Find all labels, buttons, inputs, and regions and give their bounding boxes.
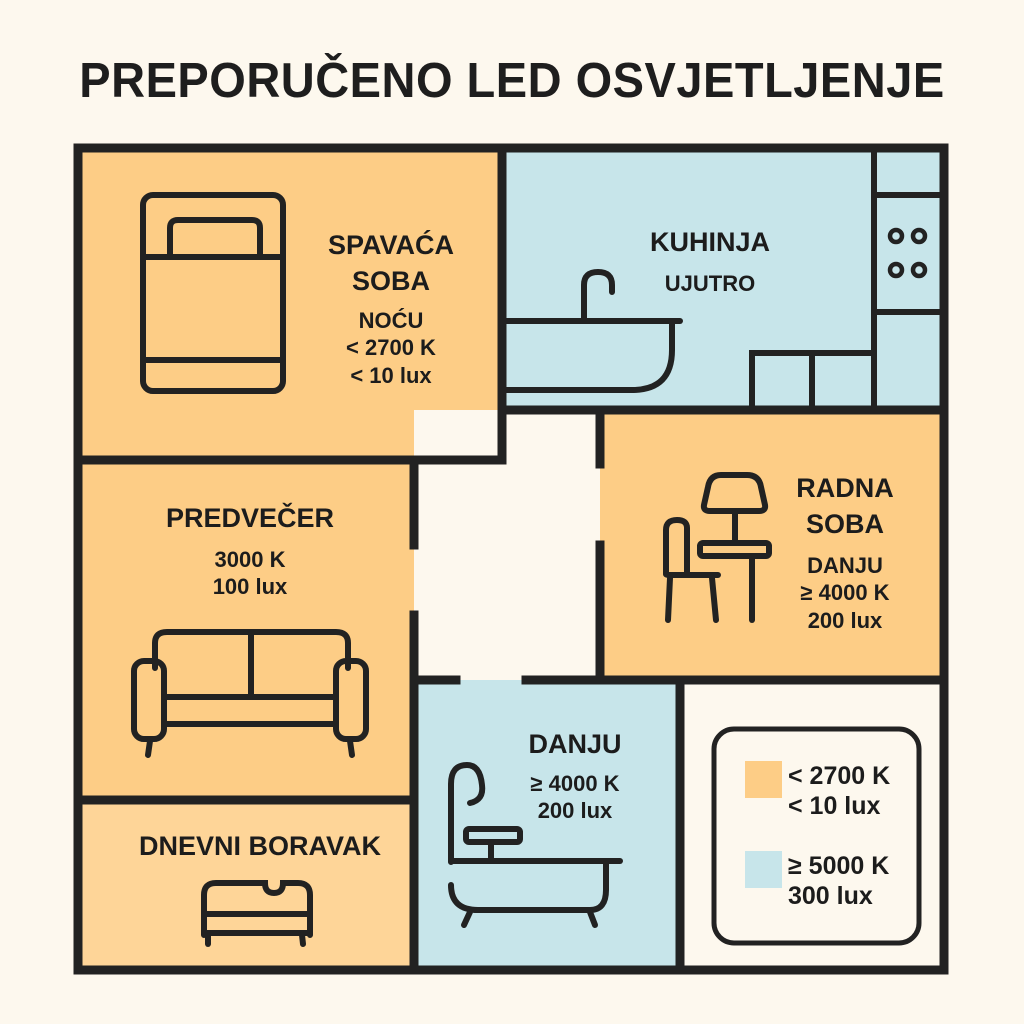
study-label: RADNA SOBA DANJU ≥ 4000 K 200 lux bbox=[770, 472, 920, 634]
living-room-name: DNEVNI BORAVAK bbox=[138, 831, 381, 861]
bench-icon bbox=[201, 880, 313, 947]
walls bbox=[73, 143, 949, 975]
bathroom-illuminance: 200 lux bbox=[537, 798, 613, 824]
hallway-fill bbox=[414, 410, 600, 680]
kitchen-time: UJUTRO bbox=[664, 270, 756, 296]
legend-cool-temperature: ≥ 5000 K bbox=[788, 852, 890, 880]
bed-icon bbox=[140, 192, 286, 394]
kitchen-name: KUHINJA bbox=[649, 227, 770, 257]
legend-warm-temperature: < 2700 K bbox=[788, 762, 891, 790]
bedroom-time: NOĆU bbox=[358, 307, 424, 333]
kitchen-label: KUHINJA UJUTRO bbox=[620, 226, 800, 297]
study-temperature: ≥ 4000 K bbox=[800, 580, 890, 605]
bedroom-temperature: < 2700 K bbox=[346, 335, 436, 360]
living-room-label: DNEVNI BORAVAK bbox=[110, 830, 410, 864]
living-evening-label: PREDVEČER 3000 K 100 lux bbox=[130, 502, 370, 601]
bedroom-fill bbox=[80, 150, 502, 460]
bathroom-time: DANJU bbox=[528, 729, 622, 759]
bedroom-label: SPAVAĆA SOBA NOĆU < 2700 K < 10 lux bbox=[305, 229, 477, 389]
page-title: PREPORUČENO LED OSVJETLJENJE bbox=[79, 51, 945, 108]
legend-text-warm: < 2700 K < 10 lux bbox=[788, 761, 890, 821]
study-time: DANJU bbox=[807, 552, 883, 578]
living-evening-time: PREDVEČER bbox=[165, 503, 335, 533]
legend-item-cool: ≥ 5000 K 300 lux bbox=[745, 851, 889, 911]
kitchen-fill bbox=[502, 150, 942, 410]
legend-cool-illuminance: 300 lux bbox=[788, 882, 873, 910]
bathroom-fill bbox=[414, 680, 680, 970]
bedroom-illuminance: < 10 lux bbox=[350, 362, 432, 388]
bathroom-label: DANJU ≥ 4000 K 200 lux bbox=[500, 728, 650, 825]
legend-warm-illuminance: < 10 lux bbox=[788, 792, 881, 820]
bathroom-temperature: ≥ 4000 K bbox=[530, 770, 620, 796]
stove-burners-icon bbox=[887, 227, 928, 279]
bathtub-icon bbox=[448, 761, 623, 928]
desk-lamp-chair-icon bbox=[663, 472, 772, 623]
legend-room-fill bbox=[680, 680, 942, 970]
bedroom-name-line1: SPAVAĆA bbox=[327, 230, 454, 260]
kitchen-cabinets bbox=[749, 150, 942, 410]
sofa-icon bbox=[131, 629, 369, 758]
living-evening-illuminance: 100 lux bbox=[212, 574, 288, 600]
legend-box bbox=[711, 726, 922, 946]
legend-swatch-warm bbox=[745, 761, 782, 798]
study-name-line2: SOBA bbox=[805, 508, 884, 539]
study-name-line1: RADNA bbox=[796, 473, 894, 503]
living-evening-temperature: 3000 K bbox=[214, 546, 286, 572]
legend-text-cool: ≥ 5000 K 300 lux bbox=[788, 851, 889, 911]
legend-item-warm: < 2700 K < 10 lux bbox=[745, 761, 890, 821]
legend-swatch-cool bbox=[745, 851, 782, 888]
bedroom-name-line2: SOBA bbox=[351, 265, 430, 296]
study-illuminance: 200 lux bbox=[807, 607, 883, 633]
sink-icon bbox=[502, 268, 683, 393]
